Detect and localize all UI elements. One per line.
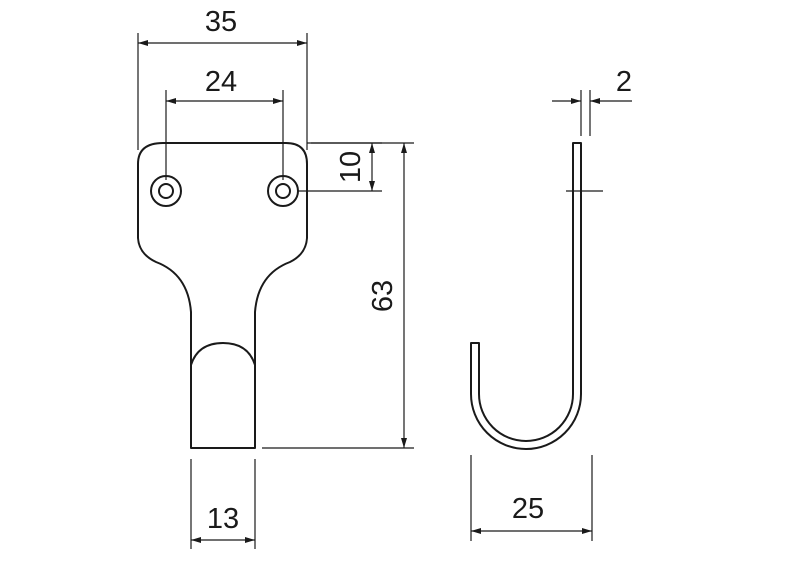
dim-overall-width: 35 — [137, 6, 308, 150]
dim-overall-width-label: 35 — [205, 6, 237, 38]
dim-hole-offset: 10 — [298, 142, 382, 192]
dim-shank-width: 13 — [190, 459, 256, 549]
front-view — [137, 142, 308, 449]
dim-shank-width-label: 13 — [207, 503, 239, 535]
hook-plate-outline — [137, 142, 308, 449]
dim-overall-height: 63 — [262, 142, 414, 449]
mounting-hole-right-outer — [267, 175, 299, 207]
hook-profile-outline — [470, 142, 582, 450]
side-view — [470, 142, 603, 450]
mounting-hole-right-inner — [275, 183, 291, 199]
hook-tongue-outline — [190, 342, 256, 366]
dim-hole-offset-label: 10 — [335, 151, 367, 183]
dim-hole-spacing-label: 24 — [205, 66, 237, 98]
dim-material-thickness-label: 2 — [616, 66, 632, 98]
mounting-hole-left-inner — [158, 183, 174, 199]
dim-hole-spacing: 24 — [165, 66, 284, 180]
dim-hook-depth: 25 — [470, 455, 593, 541]
dim-material-thickness: 2 — [552, 66, 632, 136]
mounting-hole-left-outer — [150, 175, 182, 207]
dim-overall-height-label: 63 — [367, 280, 399, 312]
dim-hook-depth-label: 25 — [512, 493, 544, 525]
